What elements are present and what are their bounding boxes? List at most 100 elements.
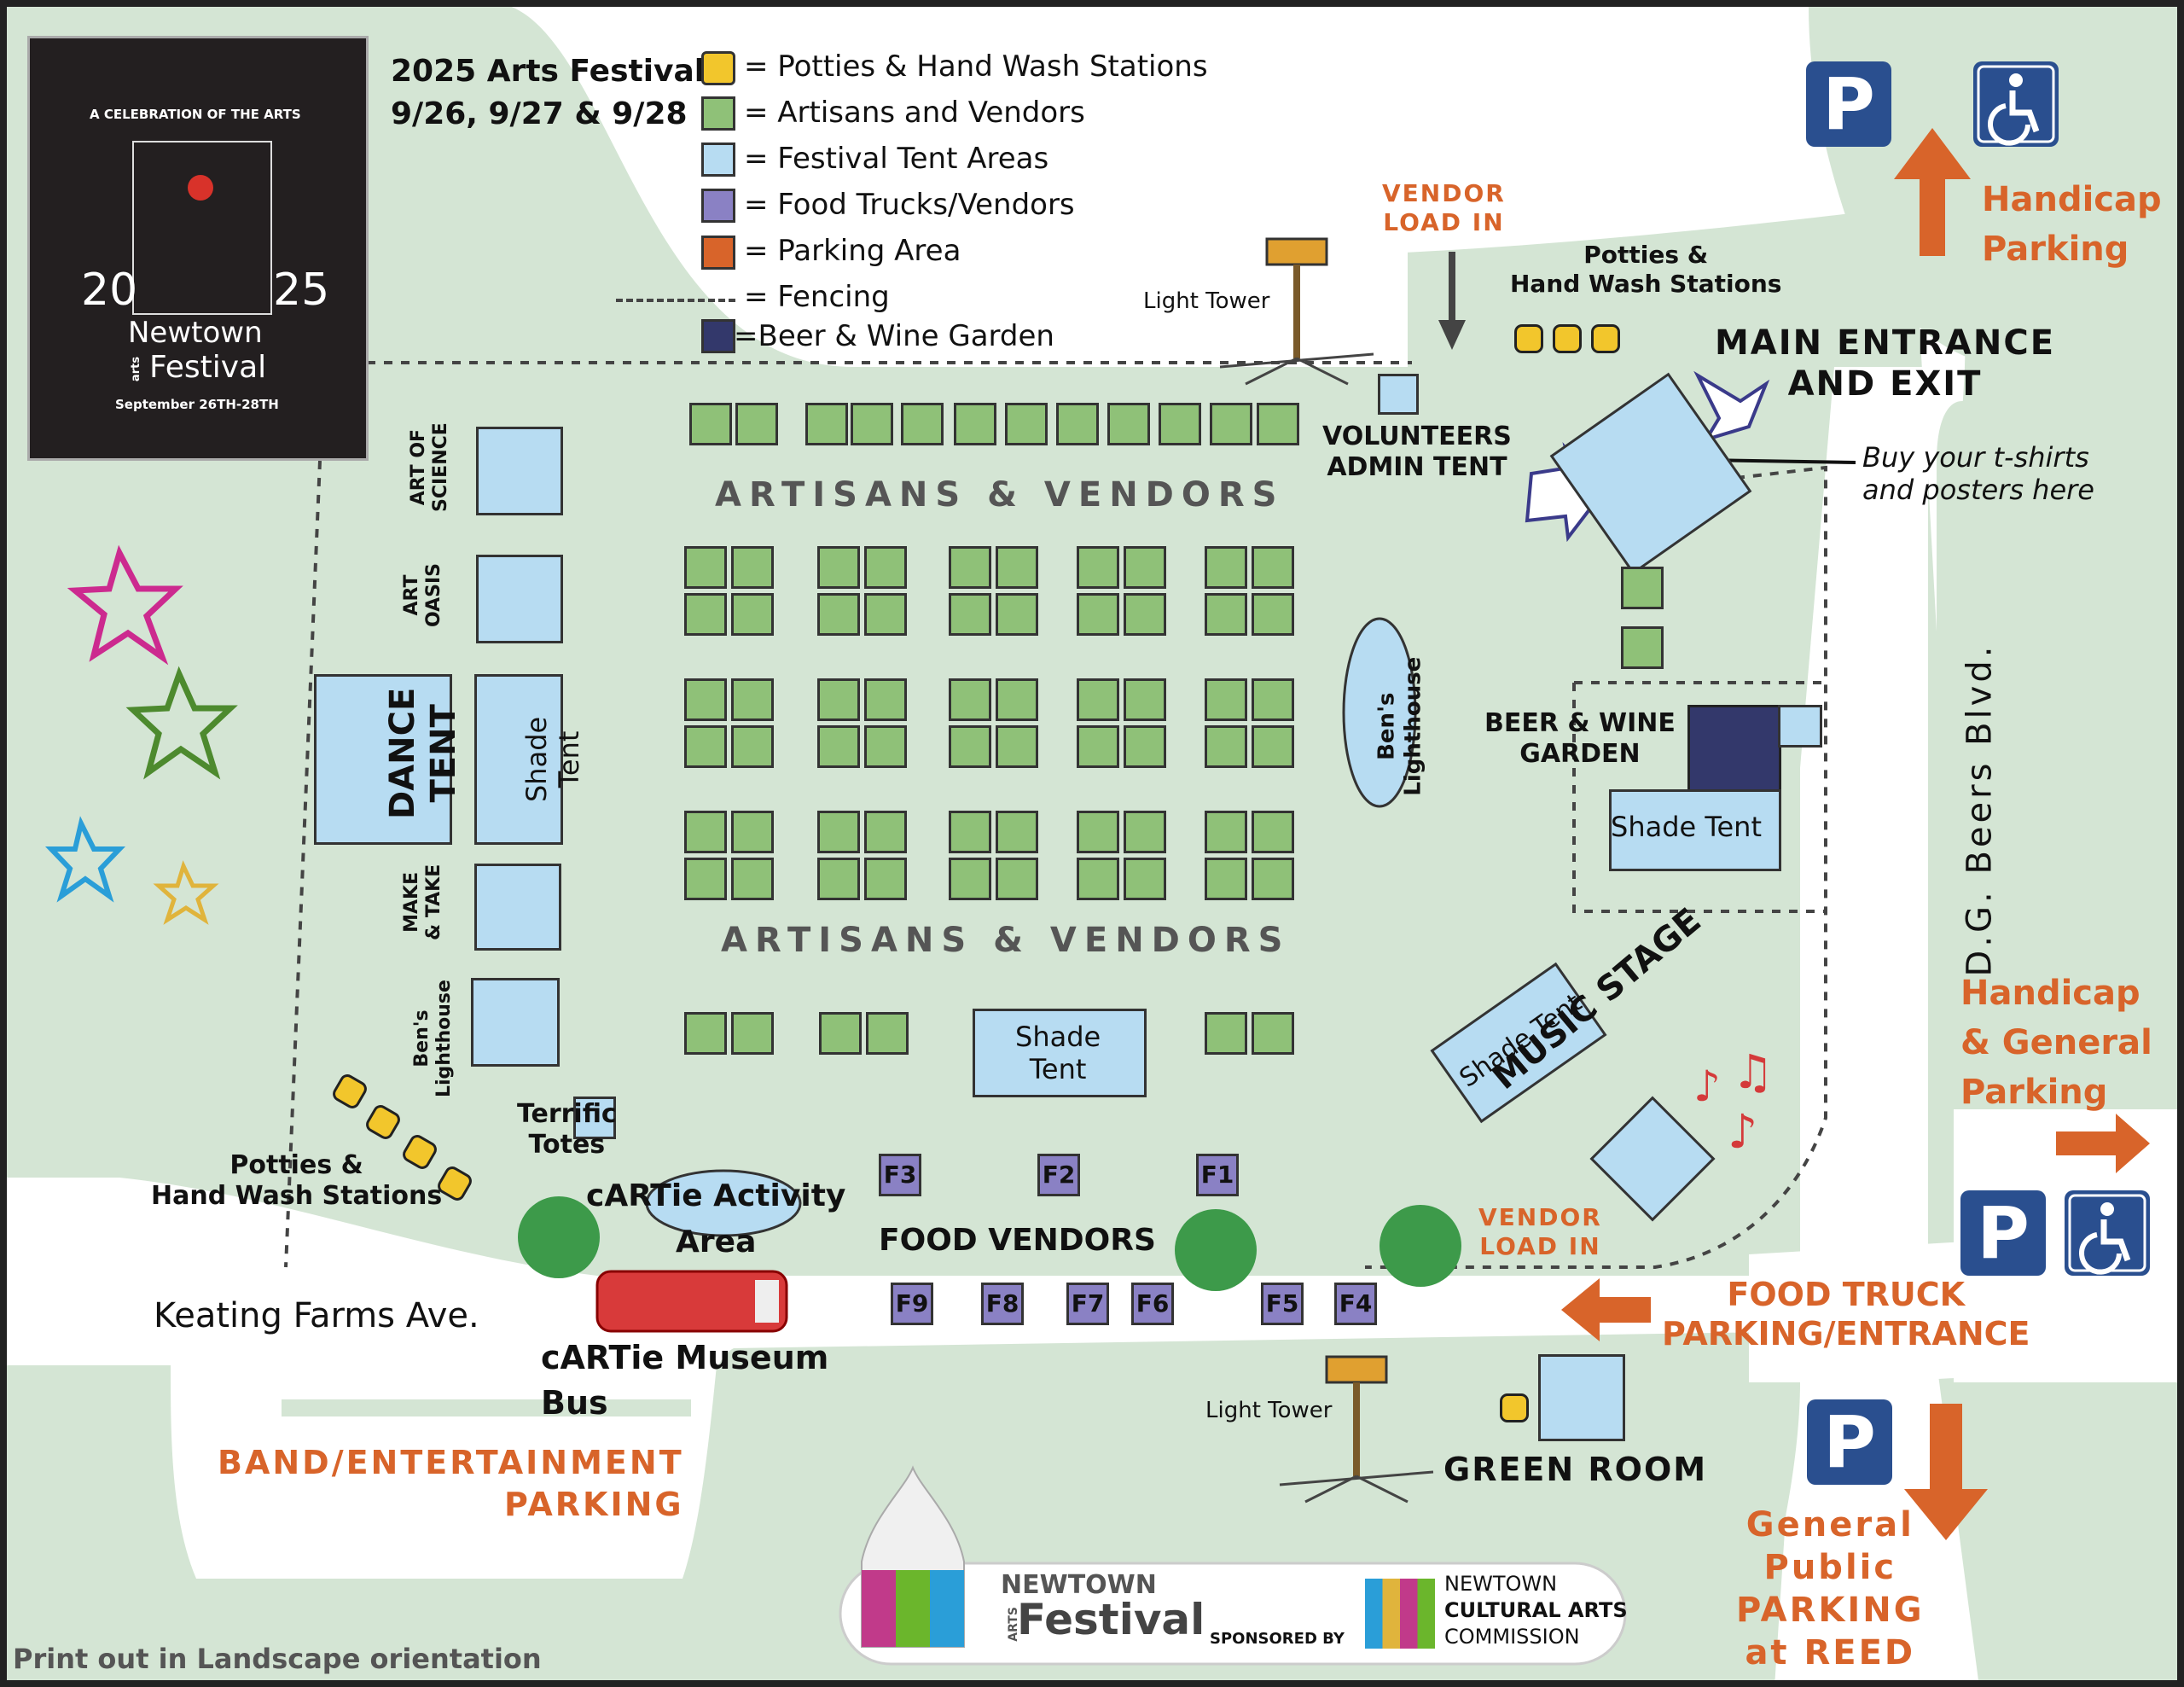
vendor-booth	[1252, 593, 1294, 636]
terrific-totes-label: Terrific Totes	[517, 1099, 617, 1160]
vendor-booth	[684, 1012, 727, 1055]
vendor-booth	[684, 546, 727, 589]
vendor-booth	[1124, 858, 1166, 900]
vendor-booth	[731, 593, 774, 636]
vendor-booth	[1621, 567, 1664, 609]
vendor-booth	[866, 1012, 909, 1055]
handicap-sign-icon	[2065, 1190, 2150, 1276]
make-take-tent	[474, 864, 561, 951]
parking-sign-icon: P	[1806, 61, 1891, 147]
shade-tent-center	[973, 1009, 1147, 1097]
vendor-booth	[996, 858, 1038, 900]
svg-text:♫: ♫	[1732, 1044, 1774, 1099]
parking-sign-icon: P	[1960, 1190, 2046, 1276]
star-decoration	[153, 860, 219, 925]
art-of-science-tent	[476, 427, 563, 515]
vendor-booth	[851, 403, 893, 445]
nfa-name-1: NEWTOWN	[1001, 1570, 1157, 1600]
food-truck-f6: F6	[1131, 1283, 1174, 1325]
vendor-booth	[996, 678, 1038, 721]
vendor-booth	[731, 546, 774, 589]
vendor-booth	[817, 678, 860, 721]
potties-left-label: Potties & Hand Wash Stations	[151, 1150, 443, 1211]
art-oasis-tent	[476, 555, 563, 643]
festival-title: 2025 Arts Festival	[391, 54, 706, 89]
handicap-parking-label: Handicap Parking	[1982, 180, 2162, 269]
bens-lighthouse-tent-left	[471, 978, 560, 1067]
vendor-booth	[1077, 546, 1119, 589]
potty-icon	[1553, 324, 1582, 353]
legend-swatch-vendors	[701, 96, 735, 131]
nfa-name-3: Festival	[1017, 1595, 1205, 1644]
terrific-totes-tent	[573, 1097, 616, 1139]
vendor-booth	[996, 546, 1038, 589]
logo-name-newtown: Newtown	[128, 316, 263, 350]
vendor-booth	[949, 858, 991, 900]
legend-fencing-line	[616, 299, 735, 302]
beer-small-tent	[1778, 705, 1822, 748]
vendor-booth	[949, 678, 991, 721]
vendor-booth	[684, 725, 727, 768]
vendor-booth	[954, 403, 996, 445]
vendor-booth	[996, 593, 1038, 636]
vendor-booth	[1159, 403, 1201, 445]
vendor-booth	[1005, 403, 1048, 445]
vendor-booth	[731, 811, 774, 853]
vendor-booth	[1205, 858, 1247, 900]
vendor-booth	[1621, 626, 1664, 669]
legend-label-beer: =Beer & Wine Garden	[734, 319, 1054, 353]
food-truck-f4: F4	[1334, 1283, 1377, 1325]
vendor-booth	[805, 403, 848, 445]
vendor-booth	[819, 1012, 862, 1055]
vendor-booth	[684, 678, 727, 721]
vendor-booth	[1252, 1012, 1294, 1055]
vendor-booth	[1205, 593, 1247, 636]
food-truck-f7: F7	[1066, 1283, 1109, 1325]
vendor-booth	[1205, 725, 1247, 768]
vendor-booth	[1124, 546, 1166, 589]
svg-text:♪: ♪	[1693, 1062, 1721, 1111]
beer-wine-label: BEER & WINE GARDEN	[1484, 708, 1676, 769]
vendor-booth	[817, 593, 860, 636]
food-truck-f2: F2	[1037, 1154, 1080, 1196]
volunteers-tent	[1378, 374, 1419, 415]
vendor-booth	[949, 593, 991, 636]
vendor-booth	[735, 403, 778, 445]
vendor-booth	[901, 403, 944, 445]
bus-icon	[595, 1270, 788, 1333]
vendor-booth	[864, 811, 907, 853]
shade-tent-center-label: Shade Tent	[1015, 1021, 1101, 1086]
vendor-booth	[949, 546, 991, 589]
shade-tent-left-label: Shade Tent	[520, 716, 586, 802]
vendor-booth	[949, 725, 991, 768]
vendor-booth	[996, 725, 1038, 768]
svg-text:♪: ♪	[1728, 1104, 1757, 1159]
vendor-booth	[1252, 811, 1294, 853]
vendor-booth	[1205, 1012, 1247, 1055]
shade-tent-beer	[1609, 789, 1781, 871]
light-tower-icon	[1279, 1355, 1434, 1504]
food-truck-f1: F1	[1196, 1154, 1239, 1196]
tree-icon	[1380, 1205, 1461, 1287]
vendor-booth	[1077, 858, 1119, 900]
tree-icon	[518, 1196, 600, 1278]
food-truck-label: FOOD TRUCK PARKING/ENTRANCE	[1662, 1276, 2030, 1353]
light-tower-icon	[1219, 237, 1374, 386]
logo-flower-icon	[188, 175, 213, 201]
handicap-sign-icon	[1973, 61, 2059, 147]
handicap-general-label: Handicap & General Parking	[1960, 974, 2152, 1112]
vendor-booth	[817, 811, 860, 853]
legend-label-parking: = Parking Area	[744, 234, 961, 268]
tree-icon	[1175, 1209, 1257, 1291]
vendor-booth	[1056, 403, 1099, 445]
vendor-booth	[996, 811, 1038, 853]
vendor-booth	[1205, 546, 1247, 589]
vendor-booth	[1252, 858, 1294, 900]
vendor-booth	[684, 811, 727, 853]
potty-icon	[1591, 324, 1620, 353]
light-tower-top-label: Light Tower	[1143, 288, 1270, 314]
food-truck-f3: F3	[879, 1154, 921, 1196]
vendor-booth	[864, 725, 907, 768]
dance-tent	[314, 674, 452, 845]
